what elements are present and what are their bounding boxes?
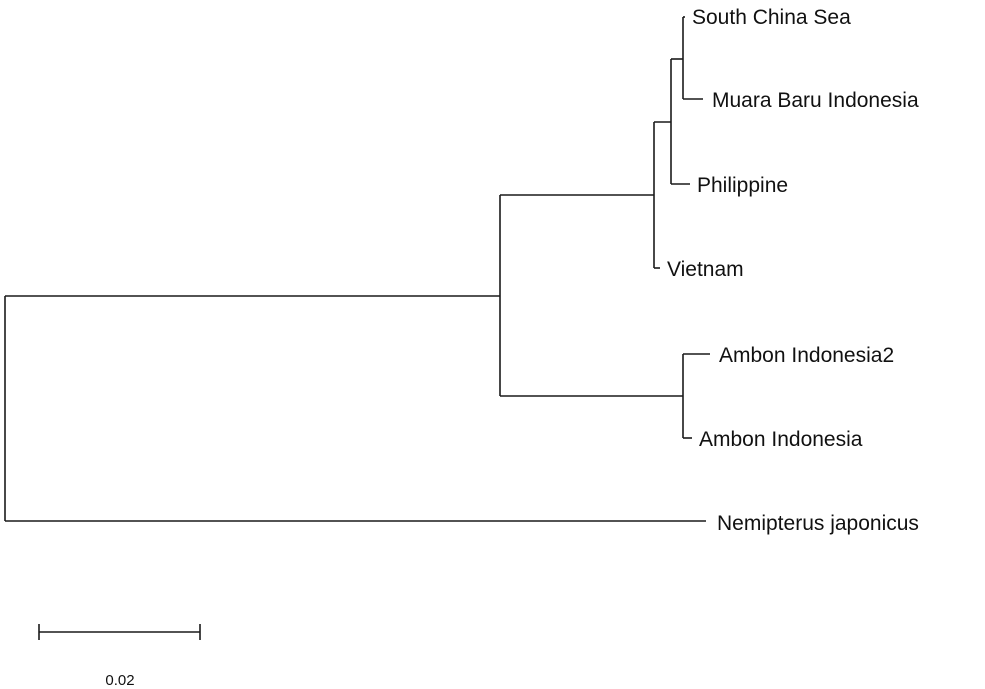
leaf-label-philippine: Philippine xyxy=(697,174,788,197)
leaf-label-south-china-sea: South China Sea xyxy=(692,6,851,29)
leaf-label-muara-baru-indonesia: Muara Baru Indonesia xyxy=(712,89,919,112)
leaf-label-nemipterus-japonicus: Nemipterus japonicus xyxy=(717,512,919,535)
leaf-label-vietnam: Vietnam xyxy=(667,258,744,281)
leaf-label-ambon-indonesia2: Ambon Indonesia2 xyxy=(719,344,894,367)
scale-bar-label: 0.02 xyxy=(105,672,134,689)
leaf-label-ambon-indonesia: Ambon Indonesia xyxy=(699,428,863,451)
scale-bar: 0.02 xyxy=(38,624,201,689)
